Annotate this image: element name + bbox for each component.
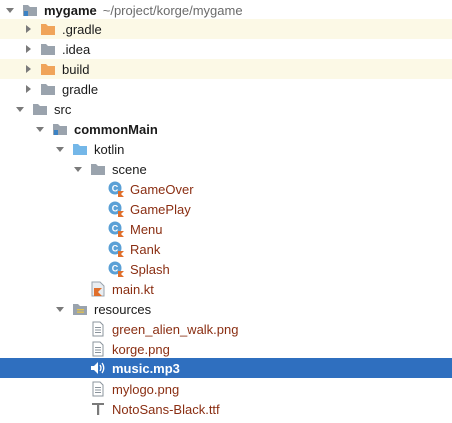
tree-item-label: .gradle (62, 21, 102, 37)
folder-orange-icon (40, 21, 56, 37)
tree-node-scene[interactable]: scene (0, 159, 452, 179)
tree-item-label: mylogo.png (112, 381, 180, 397)
tree-node-src[interactable]: src (0, 99, 452, 119)
tree-item-label: build (62, 61, 90, 77)
svg-text:C: C (112, 224, 119, 234)
svg-text:C: C (112, 184, 119, 194)
folder-gray-icon (40, 41, 56, 57)
tree-item-label: main.kt (112, 281, 154, 297)
folder-gray-icon (40, 81, 56, 97)
tree-node-commonmain[interactable]: commonMain (0, 119, 452, 139)
tree-item-label: commonMain (74, 121, 158, 137)
tree-node-gradle[interactable]: gradle (0, 79, 452, 99)
tree-item-label: green_alien_walk.png (112, 321, 239, 337)
tree-item-label: Splash (130, 261, 170, 277)
kotlin-class-icon: C (108, 241, 124, 257)
chevron-right-icon[interactable] (22, 23, 34, 35)
tree-item-label: gradle (62, 81, 99, 97)
kotlin-file-icon (90, 281, 106, 297)
tree-item-label: GamePlay (130, 201, 191, 217)
chevron-right-icon[interactable] (22, 43, 34, 55)
chevron-down-icon[interactable] (14, 103, 26, 115)
svg-text:C: C (112, 264, 119, 274)
tree-node-kotlin[interactable]: kotlin (0, 139, 452, 159)
tree-node-korge-png[interactable]: korge.png (0, 339, 452, 359)
kotlin-class-icon: C (108, 181, 124, 197)
folder-gray-icon (32, 101, 48, 117)
chevron-down-icon[interactable] (34, 123, 46, 135)
chevron-down-icon[interactable] (54, 143, 66, 155)
tree-item-label: .idea (62, 41, 91, 57)
tree-node-gameover[interactable]: C GameOver (0, 179, 452, 199)
kotlin-class-icon: C (108, 201, 124, 217)
audio-file-icon (90, 360, 106, 376)
svg-text:C: C (112, 244, 119, 254)
tree-item-label: korge.png (112, 341, 170, 357)
tree-item-label: music.mp3 (112, 360, 180, 376)
tree-item-label: resources (94, 301, 152, 317)
kotlin-class-icon: C (108, 221, 124, 237)
kotlin-class-icon: C (108, 261, 124, 277)
tree-item-label: Rank (130, 241, 161, 257)
folder-orange-icon (40, 61, 56, 77)
tree-item-label: kotlin (94, 141, 125, 157)
folder-blue-icon (72, 141, 88, 157)
tree-item-label: src (54, 101, 72, 117)
tree-item-label: Menu (130, 221, 163, 237)
chevron-down-icon[interactable] (4, 4, 16, 16)
image-file-icon (90, 321, 106, 337)
tree-node-splash[interactable]: C Splash (0, 259, 452, 279)
tree-node-menu[interactable]: C Menu (0, 219, 452, 239)
tree-node-main-kt[interactable]: main.kt (0, 279, 452, 299)
image-file-icon (90, 381, 106, 397)
folder-gray-icon (90, 161, 106, 177)
image-file-icon (90, 341, 106, 357)
tree-node-resources[interactable]: resources (0, 299, 452, 319)
tree-node-gameplay[interactable]: C GamePlay (0, 199, 452, 219)
tree-item-label: GameOver (130, 181, 194, 197)
tree-item-label: scene (112, 161, 147, 177)
chevron-right-icon[interactable] (22, 63, 34, 75)
tree-node-notosans-ttf[interactable]: NotoSans-Black.ttf (0, 399, 452, 419)
tree-node-idea[interactable]: .idea (0, 39, 452, 59)
tree-node-music-mp3[interactable]: music.mp3 (0, 358, 452, 378)
tree-item-label: NotoSans-Black.ttf (112, 401, 220, 417)
root-folder-label: mygame (44, 2, 97, 18)
tree-node-build[interactable]: build (0, 59, 452, 79)
module-folder-icon (22, 2, 38, 18)
tree-node-green-alien-walk[interactable]: green_alien_walk.png (0, 319, 452, 339)
svg-text:C: C (112, 204, 119, 214)
chevron-right-icon[interactable] (22, 83, 34, 95)
tree-node-mylogo-png[interactable]: mylogo.png (0, 379, 452, 399)
resources-folder-icon (72, 301, 88, 317)
chevron-down-icon[interactable] (54, 303, 66, 315)
module-folder-icon (52, 121, 68, 137)
chevron-down-icon[interactable] (72, 163, 84, 175)
font-file-icon (90, 401, 106, 417)
tree-node-mygame[interactable]: mygame ~/project/korge/mygame (0, 0, 452, 20)
root-folder-path: ~/project/korge/mygame (102, 2, 243, 18)
tree-node-gradle-dir[interactable]: .gradle (0, 19, 452, 39)
tree-node-rank[interactable]: C Rank (0, 239, 452, 259)
